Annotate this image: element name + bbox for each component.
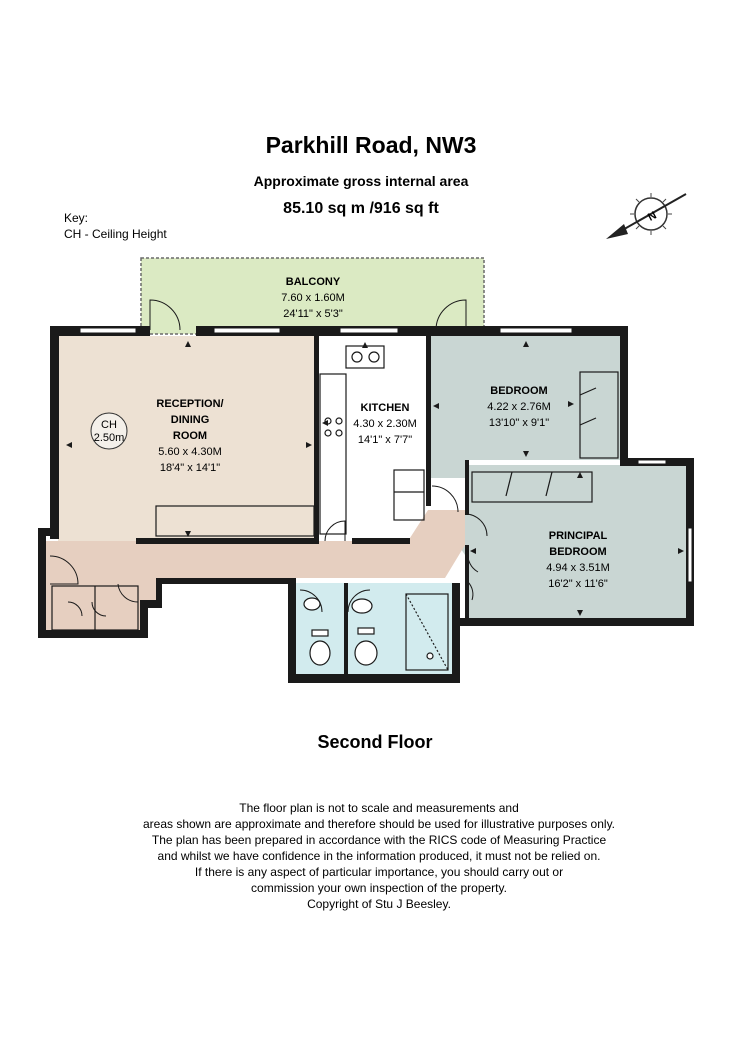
- lobby-fill: [46, 585, 146, 633]
- doors: [49, 299, 488, 617]
- north-compass-icon: N: [606, 193, 687, 239]
- key-legend: Key: CH - Ceiling Height: [64, 210, 167, 242]
- kitchen-imperial: 14'1" x 7'7": [358, 434, 412, 446]
- reception-name-2: DINING: [171, 414, 210, 426]
- kitchen-label: KITCHEN 4.30 x 2.30M 14'1" x 7'7": [353, 402, 417, 446]
- floor-label: Second Floor: [317, 732, 433, 752]
- disclaimer-line: commission your own inspection of the pr…: [251, 881, 507, 895]
- bedroom-imperial: 13'10" x 9'1": [489, 417, 549, 429]
- reception-name-3: ROOM: [173, 430, 207, 442]
- kitchen-name: KITCHEN: [361, 402, 410, 414]
- reception-name-1: RECEPTION/: [156, 398, 223, 410]
- disclaimer-line: Copyright of Stu J Beesley.: [307, 897, 451, 911]
- principal-imperial: 16'2" x 11'6": [548, 578, 608, 590]
- balcony-imperial: 24'11" x 5'3": [283, 308, 343, 320]
- kitchen-metric: 4.30 x 2.30M: [353, 418, 417, 430]
- disclaimer-line: If there is any aspect of particular imp…: [194, 865, 564, 879]
- dimension-arrows: [66, 341, 684, 616]
- disclaimer-line: areas shown are approximate and therefor…: [142, 817, 616, 831]
- area-subtitle: Approximate gross internal area: [253, 173, 469, 189]
- kitchen-fittings: [155, 345, 425, 537]
- disclaimer-line: The plan has been prepared in accordance…: [151, 833, 607, 847]
- bedroom-metric: 4.22 x 2.76M: [487, 401, 551, 413]
- principal-name-1: PRINCIPAL: [549, 530, 608, 542]
- windows: [79, 327, 693, 583]
- page-title: Parkhill Road, NW3: [265, 132, 477, 158]
- principal-name-2: BEDROOM: [549, 546, 606, 558]
- ceiling-height-marker: CH 2.50m: [90, 412, 128, 450]
- wardrobes: [51, 371, 619, 631]
- principal-bedroom-fill: [455, 465, 690, 620]
- principal-bedroom-label: PRINCIPAL BEDROOM 4.94 x 3.51M 16'2" x 1…: [546, 530, 610, 590]
- kitchen-fill: [318, 336, 430, 541]
- reception-label: RECEPTION/ DINING ROOM 5.60 x 4.30M 18'4…: [156, 398, 223, 474]
- hallway-fill: [46, 510, 465, 600]
- principal-metric: 4.94 x 3.51M: [546, 562, 610, 574]
- bedroom-fill: [430, 336, 620, 478]
- ch-value: 2.50m: [94, 432, 125, 444]
- balcony-label: BALCONY 7.60 x 1.60M 24'11" x 5'3": [281, 276, 345, 320]
- bedroom-label: BEDROOM 4.22 x 2.76M 13'10" x 9'1": [487, 385, 551, 429]
- gross-area: 85.10 sq m /916 sq ft: [283, 200, 439, 217]
- key-item: CH - Ceiling Height: [64, 227, 167, 241]
- reception-metric: 5.60 x 4.30M: [158, 446, 222, 458]
- disclaimer-line: The floor plan is not to scale and measu…: [239, 801, 519, 815]
- balcony-metric: 7.60 x 1.60M: [281, 292, 345, 304]
- key-heading: Key:: [64, 211, 89, 225]
- ch-label: CH: [101, 419, 117, 431]
- balcony-name: BALCONY: [286, 276, 341, 288]
- bedroom-name: BEDROOM: [490, 385, 547, 397]
- bathroom-fittings: [303, 593, 449, 671]
- disclaimer-line: and whilst we have confidence in the inf…: [157, 849, 601, 863]
- reception-imperial: 18'4" x 14'1": [160, 462, 220, 474]
- disclaimer: The floor plan is not to scale and measu…: [0, 800, 742, 912]
